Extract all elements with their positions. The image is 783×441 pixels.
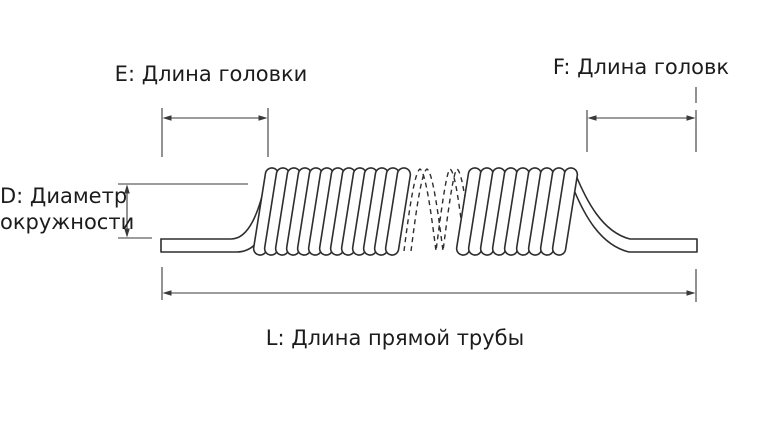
label-e-head-length: E: Длина головки — [114, 62, 308, 86]
dim-d-arrow-up-icon — [124, 184, 130, 194]
dim-d-arrow-down-icon — [124, 228, 130, 238]
dim-e-arrow-left-icon — [162, 115, 172, 121]
coil-loop — [384, 167, 412, 256]
coil-loops-right — [455, 167, 579, 256]
dim-e-arrow-right-icon — [258, 115, 268, 121]
dimension-e — [161, 108, 269, 157]
dim-l-arrow-left-icon — [162, 290, 172, 296]
label-f-head-length: F: Длина головк — [552, 55, 730, 79]
dim-f-arrow-right-icon — [686, 115, 696, 121]
dimension-l — [161, 267, 697, 302]
dimension-d — [118, 183, 248, 239]
tube-right-lead — [573, 172, 698, 253]
dimension-f — [586, 87, 697, 152]
label-d-coil-diameter: D: Диаметр окружности — [0, 183, 134, 235]
label-l-straight-tube-length: L: Длина прямой трубы — [265, 326, 525, 350]
coil-loop — [551, 167, 579, 256]
label-d-line1: D: Диаметр — [0, 184, 128, 208]
dim-f-arrow-left-icon — [587, 115, 597, 121]
coil-loops-left — [252, 167, 412, 256]
label-d-line2: окружности — [0, 210, 135, 234]
tube-drawing — [160, 167, 698, 256]
dim-l-arrow-right-icon — [686, 290, 696, 296]
